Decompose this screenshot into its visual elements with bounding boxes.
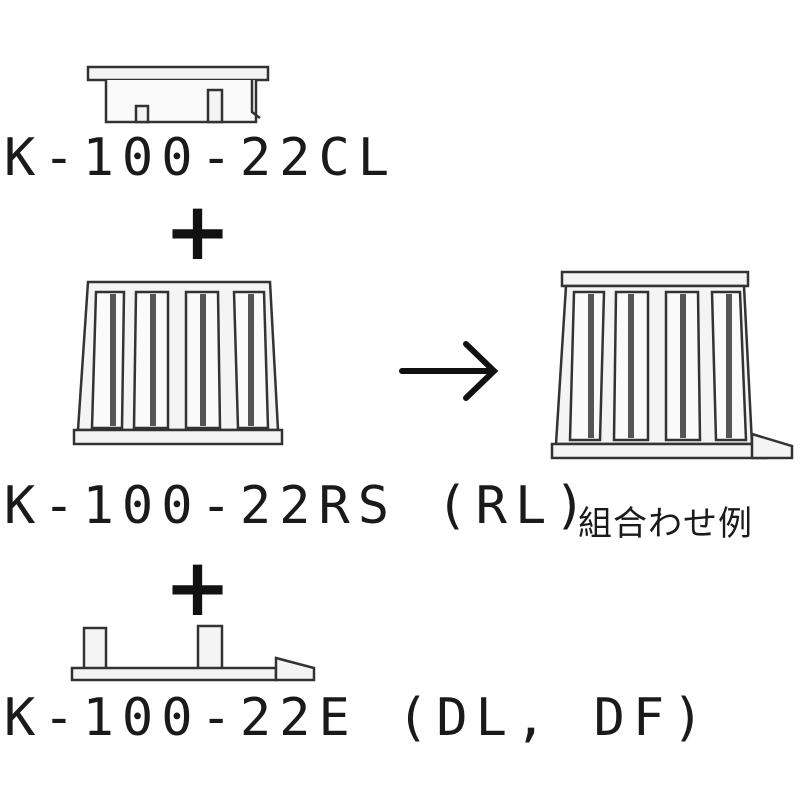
top-cap-label: K-100-22CL — [4, 128, 398, 188]
base-label: K-100-22E (DL, DF) — [4, 688, 712, 748]
top-cap-drawing — [86, 65, 270, 124]
arrow-right-icon — [399, 341, 499, 401]
assembled-example-label: 組合わせ例 — [578, 504, 753, 544]
assembled-example-drawing — [550, 270, 794, 460]
body-label: K-100-22RS (RL) — [4, 476, 594, 536]
base-drawing — [70, 624, 316, 682]
plus-sign: + — [164, 185, 232, 278]
body-drawing — [72, 280, 284, 446]
plus-sign: + — [164, 541, 232, 634]
